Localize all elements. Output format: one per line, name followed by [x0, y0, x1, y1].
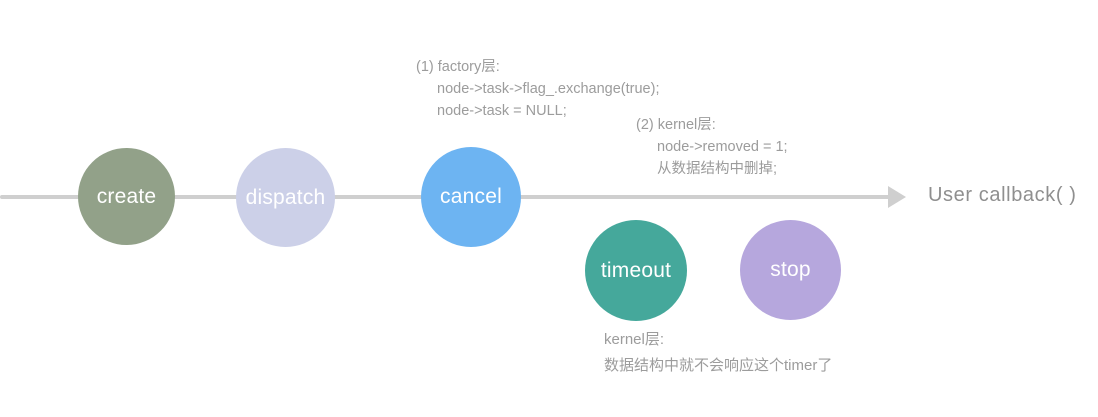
node-dispatch-label: dispatch — [245, 185, 326, 209]
arrow-right-icon — [888, 186, 906, 208]
annotation-factory-line-2: node->task->flag_.exchange(true); — [437, 81, 660, 97]
annotation-factory: (1) factory层: node->task->flag_.exchange… — [416, 56, 659, 122]
annotation-kernel: (2) kernel层: node->removed = 1; 从数据结构中删掉… — [636, 114, 788, 180]
node-cancel[interactable]: cancel — [421, 147, 521, 247]
annotation-factory-line-3: node->task = NULL; — [437, 103, 567, 119]
annotation-kernel-line-3: 从数据结构中删掉; — [657, 161, 778, 177]
annotation-kernel-line-1: (2) kernel层: — [636, 117, 716, 133]
user-callback-label: User callback( ) — [928, 184, 1077, 206]
node-stop-label: stop — [770, 258, 811, 281]
node-create[interactable]: create — [78, 148, 175, 245]
node-create-label: create — [96, 184, 157, 208]
annotation-kernel-line-2: node->removed = 1; — [657, 139, 788, 155]
node-cancel-label: cancel — [440, 185, 502, 208]
annotation-bottom-line-1: kernel层: — [604, 331, 665, 348]
node-timeout-label: timeout — [600, 258, 672, 282]
annotation-bottom-line-2: 数据结构中就不会响应这个timer了 — [604, 357, 833, 374]
node-timeout[interactable]: timeout — [585, 220, 687, 321]
annotation-bottom: kernel层: 数据结构中就不会响应这个timer了 — [604, 327, 832, 379]
annotation-factory-line-1: (1) factory层: — [416, 59, 500, 75]
node-dispatch[interactable]: dispatch — [236, 148, 335, 247]
node-stop[interactable]: stop — [740, 220, 841, 320]
